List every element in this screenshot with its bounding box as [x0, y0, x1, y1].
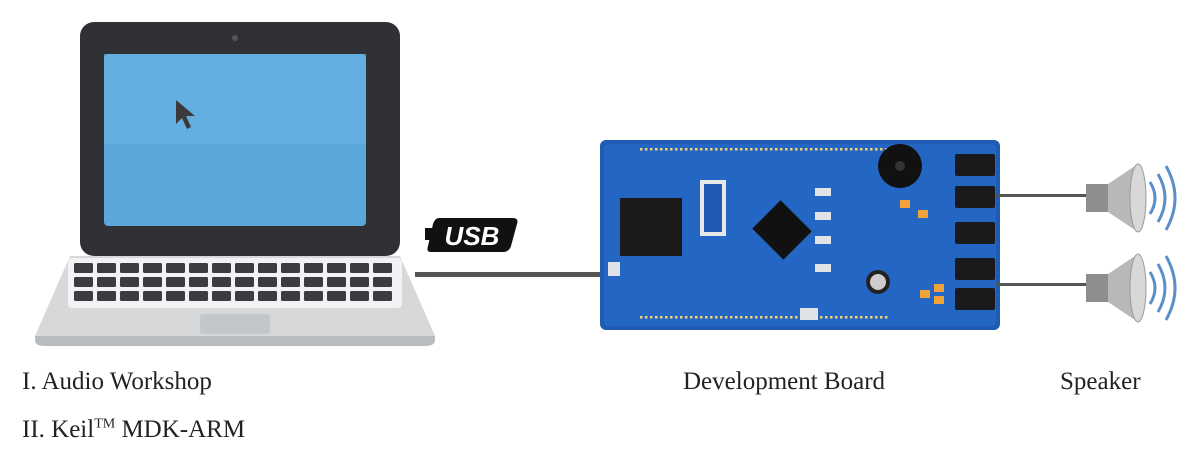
label-keil-mdk-arm: II. KeilTM MDK-ARM [22, 416, 245, 444]
mouse-cursor-icon [176, 100, 195, 129]
speaker-cable-bottom [995, 283, 1095, 286]
laptop-icon [35, 22, 435, 346]
usb-badge-text: USB [445, 221, 500, 251]
label-keil-suffix: MDK-ARM [115, 416, 246, 443]
label-speaker: Speaker [1060, 368, 1141, 395]
speaker-cable-top [995, 194, 1095, 197]
label-keil-tm: TM [94, 416, 116, 432]
label-keil-prefix: II. Keil [22, 416, 95, 443]
usb-badge-icon: USB [425, 218, 518, 252]
usb-cable [415, 272, 605, 277]
speaker-icon [1086, 163, 1177, 233]
label-audio-workshop: I. Audio Workshop [22, 368, 212, 395]
label-development-board: Development Board [683, 368, 886, 395]
speaker-icon [1086, 253, 1177, 323]
development-board-image [600, 140, 1000, 330]
